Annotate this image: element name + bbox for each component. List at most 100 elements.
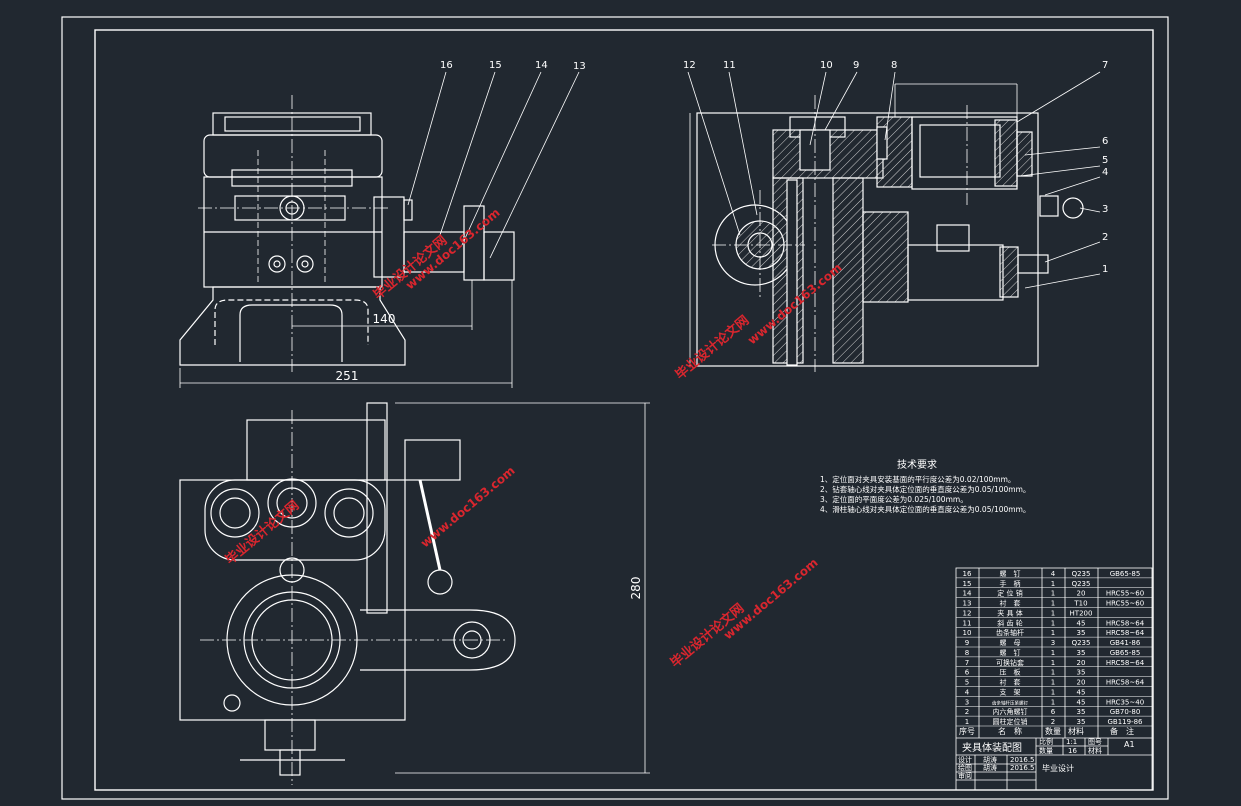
bom-cell: HRC58~64 bbox=[1106, 629, 1145, 637]
part-label: 3 bbox=[1102, 204, 1108, 215]
bom-cell: Q235 bbox=[1072, 580, 1091, 588]
part-label: 7 bbox=[1102, 60, 1108, 71]
bom-header-cell: 数量 bbox=[1045, 726, 1061, 736]
bom-cell: T10 bbox=[1073, 600, 1087, 608]
title-block: 夹具体装配图 比例 1:1 图号 A1 数量 16 材料 设计 胡涛 2016.… bbox=[958, 737, 1135, 780]
part-label: 8 bbox=[891, 60, 897, 71]
watermark-cn: 毕业设计论文网 bbox=[222, 497, 302, 568]
bom-cell: HRC58~64 bbox=[1106, 679, 1145, 687]
bom-cell: 2 bbox=[1051, 718, 1055, 726]
bom-cell: 衬 套 bbox=[1000, 678, 1021, 687]
bom-cell: 1 bbox=[1051, 600, 1055, 608]
bom-cell: Q235 bbox=[1072, 639, 1091, 647]
bom-cell: 1 bbox=[1051, 669, 1055, 677]
design-date: 2016.5 bbox=[1010, 756, 1035, 764]
bom-header-cell: 备 注 bbox=[1110, 726, 1134, 736]
part-label: 9 bbox=[853, 60, 859, 71]
inner-border bbox=[94, 29, 1154, 791]
bom-table bbox=[955, 567, 1153, 791]
bom-cell: 1 bbox=[1051, 619, 1055, 627]
project-name: 毕业设计 bbox=[1042, 763, 1074, 773]
bom-cell: 5 bbox=[965, 679, 969, 687]
bom-cell: HRC55~60 bbox=[1106, 590, 1144, 598]
bom-cell: 3 bbox=[965, 698, 969, 706]
bom-cell: 4 bbox=[1051, 570, 1056, 578]
bom-cell: 1 bbox=[1051, 698, 1055, 706]
bom-cell: GB65-85 bbox=[1110, 570, 1141, 578]
bom-cell: 4 bbox=[965, 688, 970, 696]
bom-cell: 1 bbox=[1051, 580, 1055, 588]
bom-cell: Q235 bbox=[1072, 570, 1091, 578]
tech-item: 3、定位面的平面度公差为0.025/100mm。 bbox=[820, 494, 968, 504]
part-label: 10 bbox=[820, 60, 833, 71]
qty-label: 数量 bbox=[1039, 746, 1053, 755]
bom-cell: 45 bbox=[1077, 619, 1086, 627]
bom-header-cell: 名 称 bbox=[998, 726, 1022, 736]
dim-280: 280 bbox=[629, 577, 643, 600]
bom-cell: 手 柄 bbox=[1000, 579, 1021, 588]
bom-cell: 6 bbox=[1051, 708, 1056, 716]
part-label: 2 bbox=[1102, 232, 1108, 243]
bom-cell: 35 bbox=[1077, 629, 1086, 637]
bom-cell: 定 位 销 bbox=[997, 589, 1022, 598]
bom-cell: 1 bbox=[1051, 590, 1055, 598]
part-label: 11 bbox=[723, 60, 736, 71]
bom-cell: GB119-86 bbox=[1107, 718, 1143, 726]
bom-cell: GB70-80 bbox=[1110, 708, 1141, 716]
bom-cell: 斜 齿 轮 bbox=[997, 618, 1022, 627]
watermark-url: www.doc163.com bbox=[418, 463, 518, 550]
tech-item: 4、滑柱轴心线对夹具体定位面的垂直度公差为0.05/100mm。 bbox=[820, 504, 1030, 514]
tech-title: 技术要求 bbox=[897, 458, 937, 471]
bom-cell: 圆柱定位销 bbox=[993, 717, 1028, 726]
bom-cell: HRC55~60 bbox=[1106, 600, 1144, 608]
bom-cell: 螺 钉 bbox=[1000, 648, 1021, 657]
qty-value: 16 bbox=[1068, 747, 1077, 755]
section-view bbox=[687, 71, 1101, 372]
dim-140: 140 bbox=[373, 312, 396, 326]
bom-header-cell: 材料 bbox=[1068, 726, 1084, 736]
tech-item: 2、钻套轴心线对夹具体定位面的垂直度公差为0.05/100mm。 bbox=[820, 484, 1030, 494]
bom-cell: 11 bbox=[963, 619, 972, 627]
bom-cell: 1 bbox=[1051, 629, 1055, 637]
plan-view bbox=[179, 402, 650, 785]
bom-cell: 10 bbox=[963, 629, 972, 637]
part-label: 5 bbox=[1102, 155, 1108, 166]
part-label: 12 bbox=[683, 60, 696, 71]
bom-cell: 齿条轴杆压紧螺钉 bbox=[992, 699, 1028, 706]
part-label: 16 bbox=[440, 60, 453, 71]
bom-cell: 压 板 bbox=[1000, 668, 1021, 677]
bom-cell: 35 bbox=[1077, 649, 1086, 657]
bom-cell: 15 bbox=[963, 580, 972, 588]
part-label: 14 bbox=[535, 60, 548, 71]
bom-cell: 1 bbox=[965, 718, 969, 726]
bom-header: 序号 名 称 数量 材料 备 注 bbox=[959, 726, 1134, 736]
bom-cell: 1 bbox=[1051, 688, 1055, 696]
technical-requirements: 技术要求 1、定位面对夹具安装基面的平行度公差为0.02/100mm。 2、钻套… bbox=[820, 458, 1030, 514]
drawer-label: 绘图 bbox=[958, 763, 972, 772]
dim-251: 251 bbox=[336, 369, 359, 383]
sheet-label: 图号 bbox=[1088, 738, 1102, 746]
tech-item: 1、定位面对夹具安装基面的平行度公差为0.02/100mm。 bbox=[820, 474, 1015, 484]
bom-cell: 45 bbox=[1077, 698, 1086, 706]
bom-cell: 20 bbox=[1077, 659, 1086, 667]
bom-cell: 35 bbox=[1077, 669, 1086, 677]
watermarks: 毕业设计论文网 www.doc163.com 毕业设计论文网 www.doc16… bbox=[222, 205, 844, 671]
bom-cell: 衬 套 bbox=[1000, 599, 1021, 608]
sheet-value: A1 bbox=[1124, 740, 1135, 749]
bom-cell: 20 bbox=[1077, 679, 1086, 687]
bom-cell: GB41-86 bbox=[1110, 639, 1141, 647]
part-label: 1 bbox=[1102, 264, 1108, 275]
bom-cell: HRC35~40 bbox=[1106, 698, 1144, 706]
part-label: 4 bbox=[1102, 167, 1108, 178]
bom-cell: 13 bbox=[963, 600, 972, 608]
bom-cell: 夹 具 体 bbox=[997, 608, 1022, 617]
drawing-name: 夹具体装配图 bbox=[962, 741, 1022, 754]
bom-cell: 3 bbox=[1051, 639, 1055, 647]
watermark-cn: 毕业设计论文网 bbox=[672, 312, 752, 383]
bom-cell: 齿条轴杆 bbox=[996, 628, 1024, 637]
bom-cell: 35 bbox=[1077, 718, 1086, 726]
bom-cell: 8 bbox=[965, 649, 969, 657]
scale-label: 比例 bbox=[1039, 737, 1053, 746]
